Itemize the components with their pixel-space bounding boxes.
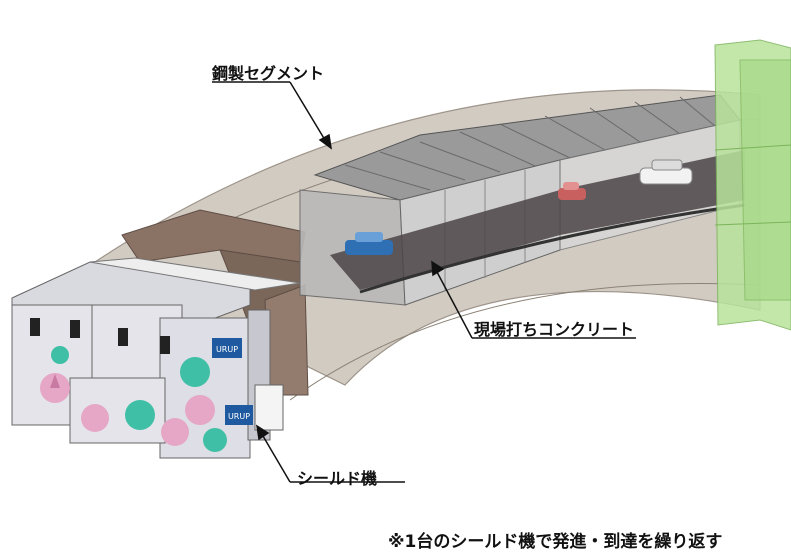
- leader-line-steel-segment: [212, 81, 333, 150]
- steel-segment-block: [264, 284, 309, 396]
- leader-line-shield-machine: [256, 424, 405, 483]
- worker-figure-icon: [30, 318, 170, 354]
- car-icon: [639, 159, 693, 185]
- cast-concrete-label: 現場打ちコンクリート: [474, 320, 635, 339]
- steel-segment-label: 鋼製セグメント: [212, 64, 325, 83]
- logo-icon: URUP URUP: [212, 338, 253, 425]
- svg-text:URUP: URUP: [228, 412, 250, 421]
- road-edge-line: [359, 203, 746, 294]
- svg-text:URUP: URUP: [216, 345, 238, 354]
- road-surface: [330, 150, 745, 290]
- footnote: ※1台のシールド機で発進・到達を繰り返す: [388, 532, 723, 552]
- shield-machine: URUP URUP: [11, 257, 301, 459]
- leader-line-cast-concrete: [431, 260, 636, 339]
- shield-cutter-icon: [40, 346, 227, 452]
- outer-ring-lower-edge: [289, 282, 761, 401]
- shield-machine-label: シールド機: [297, 469, 378, 488]
- car-icon: [558, 182, 586, 200]
- car-icon: [345, 232, 393, 255]
- green-structure: [714, 39, 791, 331]
- concrete-segment-lines: [344, 96, 716, 191]
